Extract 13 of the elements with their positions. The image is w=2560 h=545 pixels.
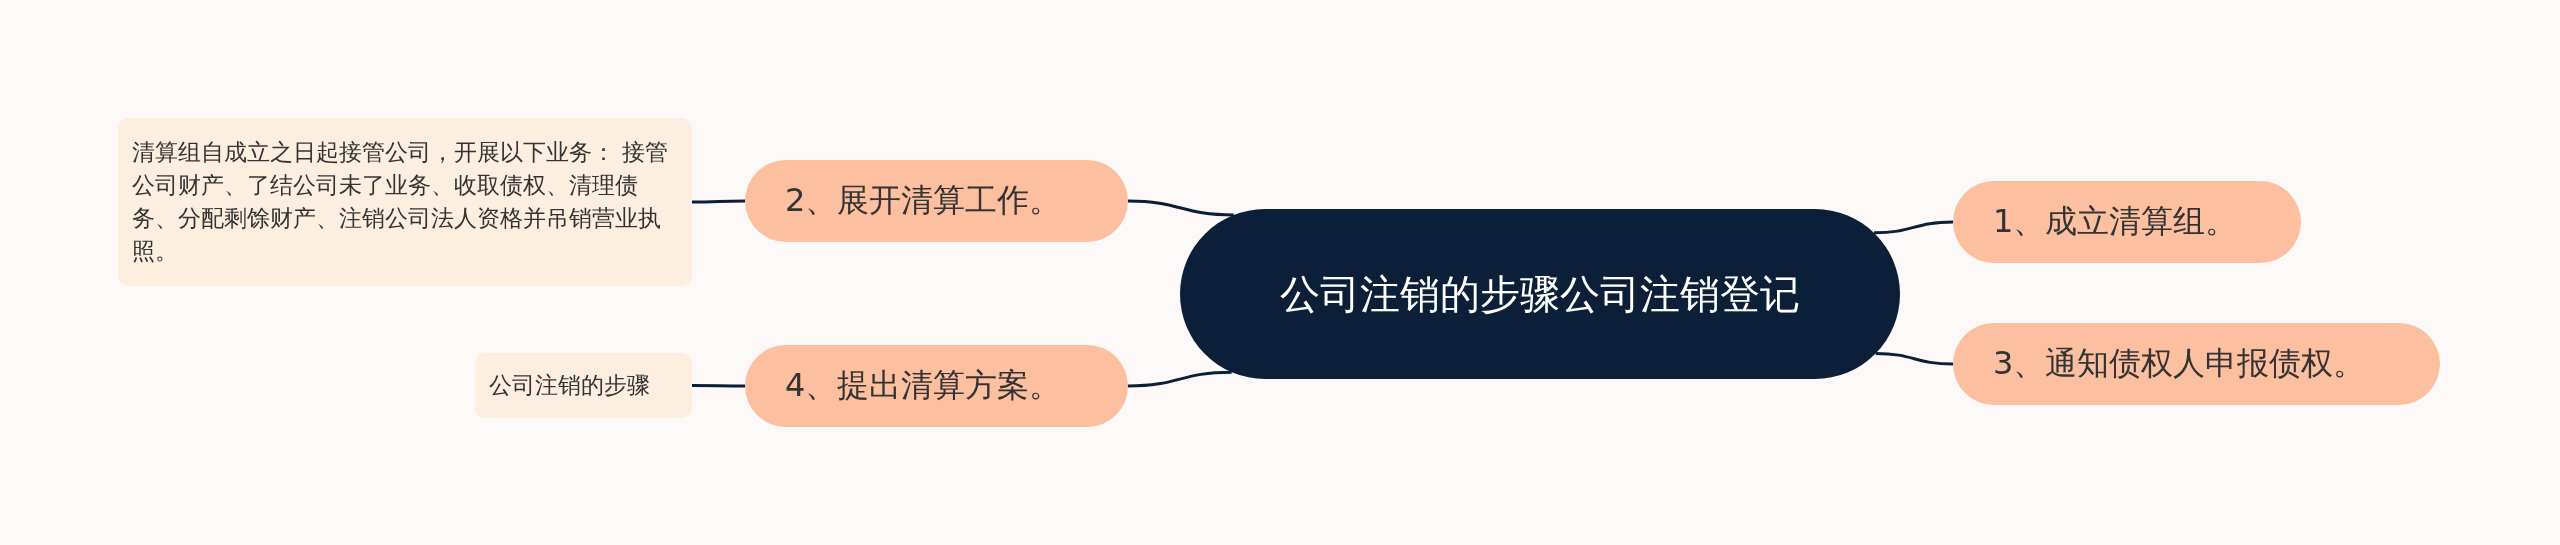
connector-line	[692, 199, 745, 204]
topic-pill: 1、成立清算组。	[1953, 181, 2301, 263]
central-topic: 公司注销的步骤公司注销登记	[1180, 209, 1900, 379]
topic-pill: 2、展开清算工作。	[745, 160, 1128, 242]
connector-line	[1127, 199, 1234, 217]
topic-pill: 3、通知债权人申报债权。	[1953, 323, 2440, 405]
connector-line	[1875, 352, 1954, 366]
note-box: 公司注销的步骤	[475, 353, 692, 418]
connector-line	[1873, 220, 1954, 235]
connector-line	[1127, 370, 1232, 388]
topic-pill: 4、提出清算方案。	[745, 345, 1128, 427]
connector-line	[692, 384, 745, 388]
note-box: 清算组自成立之日起接管公司，开展以下业务： 接管公司财产、了结公司未了业务、收取债权、清理债务、分配剩馀财产、注销公司法人资格并吊销营业执照。	[118, 118, 692, 286]
